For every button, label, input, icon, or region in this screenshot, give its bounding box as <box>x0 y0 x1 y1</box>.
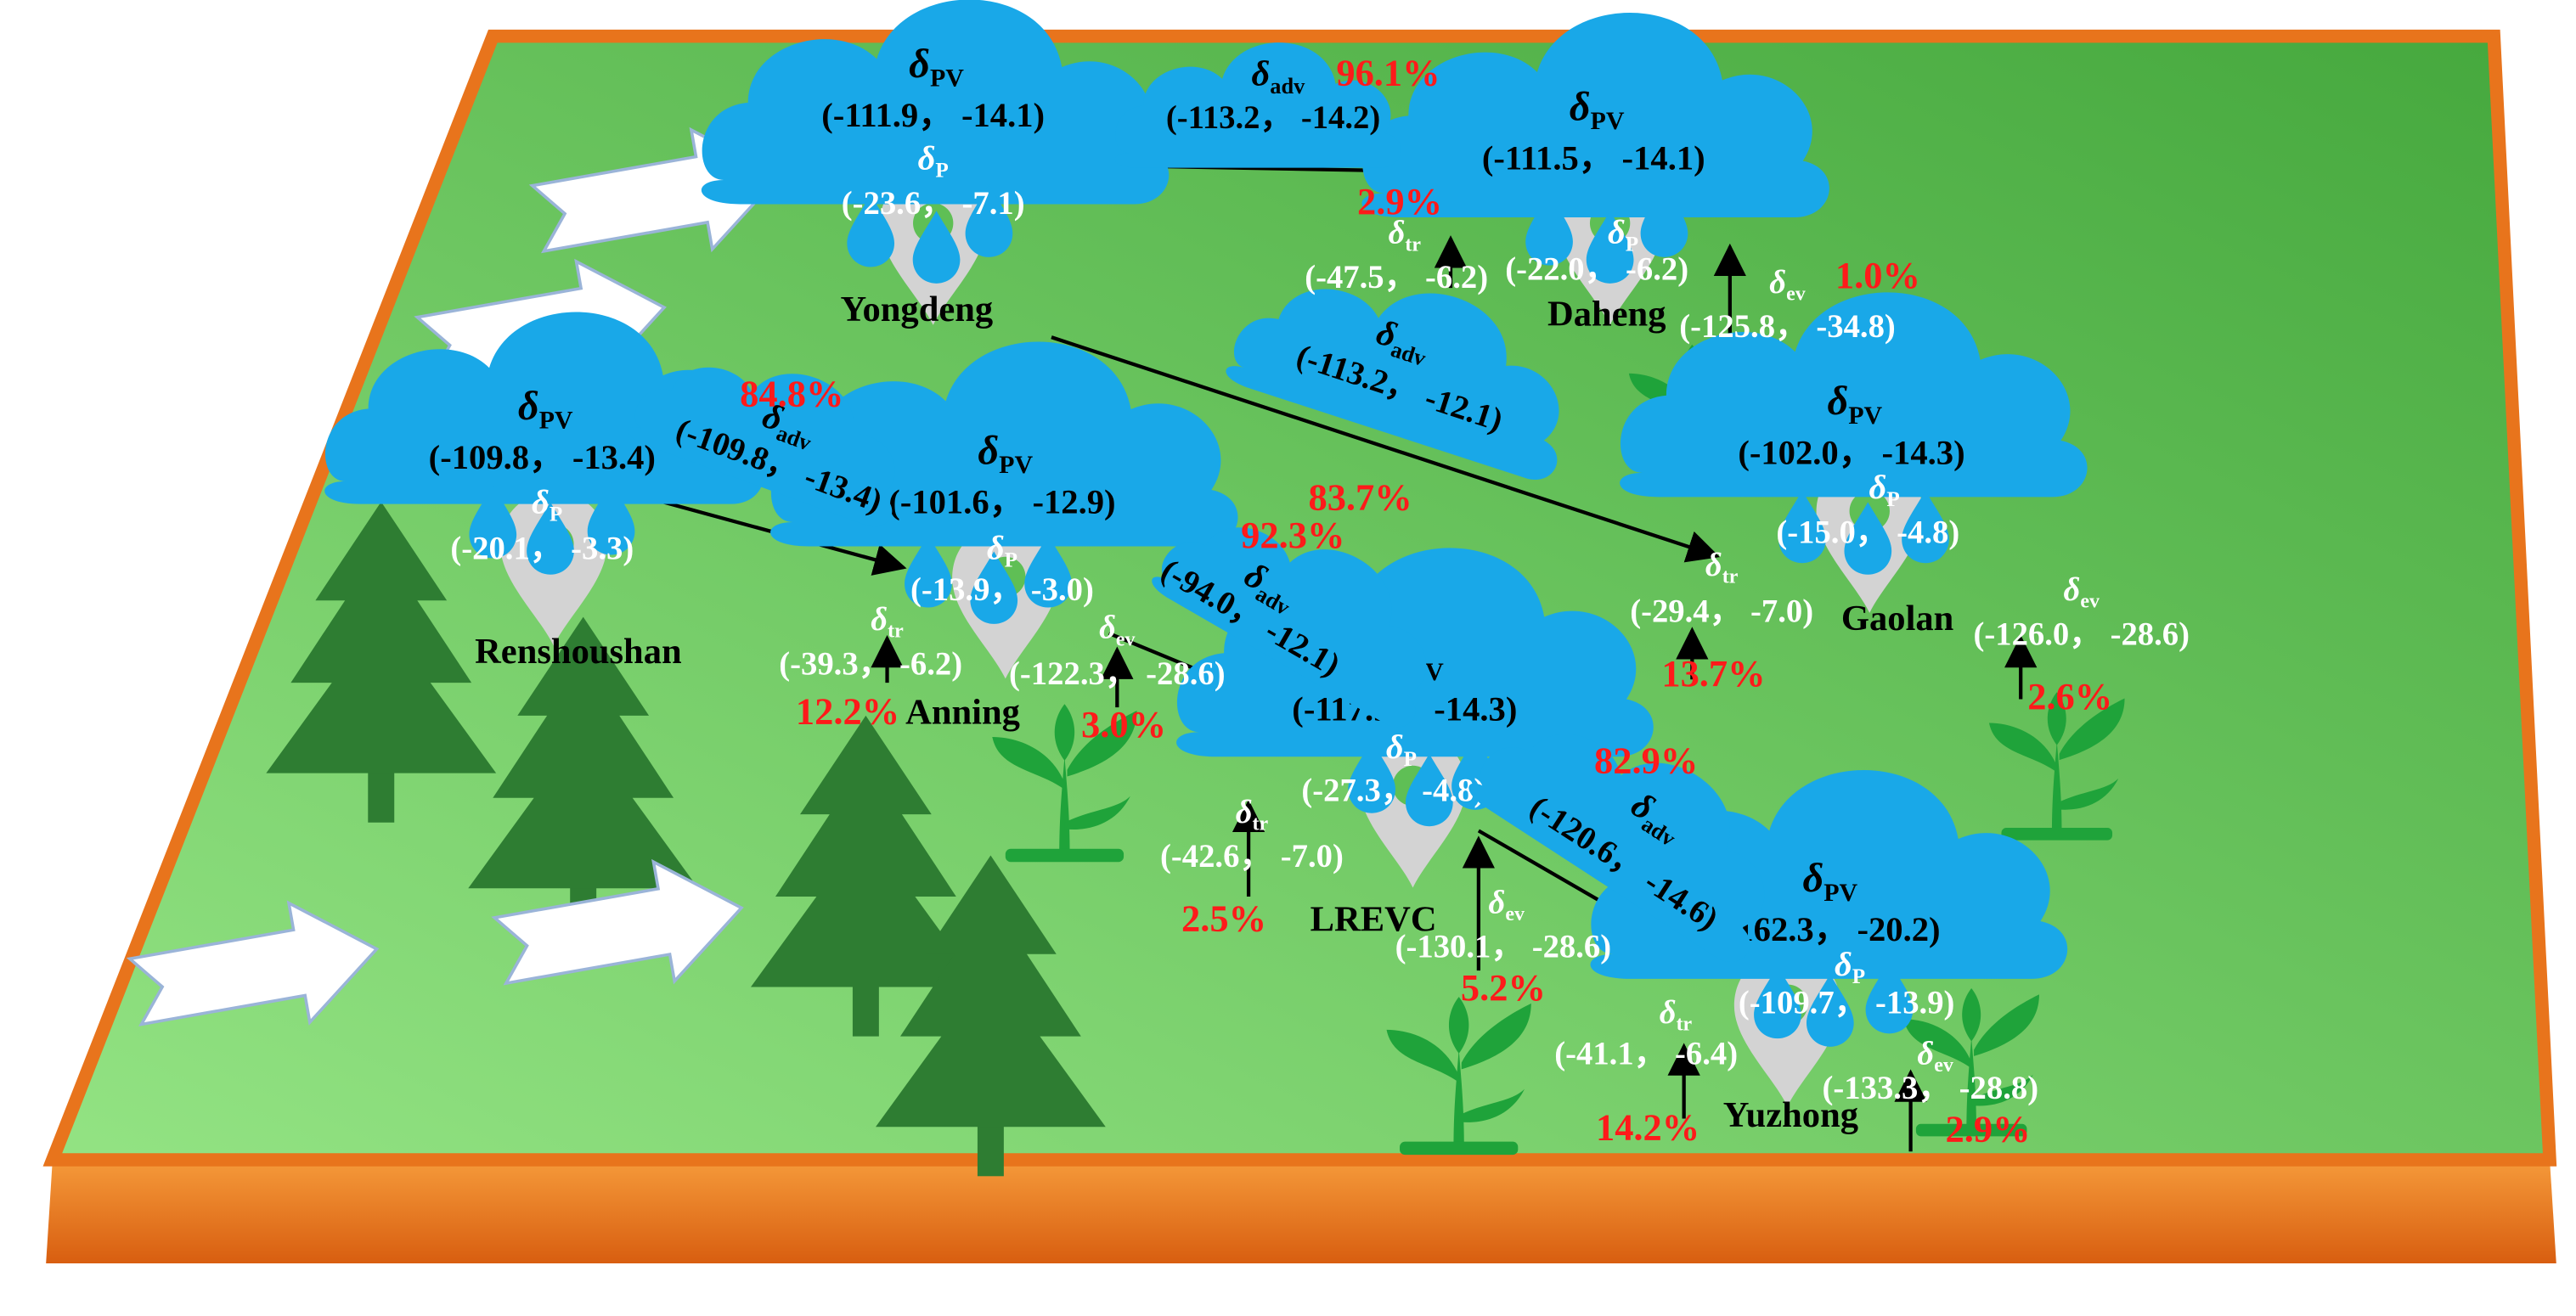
station-name: Yuzhong <box>1723 1095 1858 1135</box>
flux-symbol: δtr <box>871 602 904 643</box>
p-symbol: δP <box>987 529 1017 572</box>
adv-percent: 83.7% <box>1308 476 1412 519</box>
flux-percent: 1.0% <box>1835 254 1920 296</box>
flux-value: (-122.3， -28.6) <box>1009 656 1226 692</box>
composition: δPV(-111.9， -14.1)δP(-23.6， -7.1)Yongden… <box>42 0 2557 1264</box>
flux-value: (-29.4， -7.0) <box>1630 593 1813 629</box>
flux-symbol: δtr <box>1705 548 1739 588</box>
flux-percent: 2.6% <box>2027 675 2112 717</box>
platform-side-edge <box>46 1159 2556 1264</box>
p-value: (-27.3， -4.8) <box>1301 773 1485 809</box>
pv-value: (-109.8， -13.4) <box>429 438 656 476</box>
flux-value: (-47.5， -6.2) <box>1305 260 1488 295</box>
p-value: (-15.0， -4.8) <box>1776 515 1959 550</box>
pv-value: (-111.5， -14.1) <box>1482 139 1705 177</box>
p-value: (-20.1， -3.3) <box>450 531 634 567</box>
flux-symbol: δtr <box>1236 795 1269 835</box>
adv-symbol: δadv <box>1251 54 1305 98</box>
pv-symbol: δPV <box>1827 379 1882 430</box>
station-name: LREVC <box>1311 900 1437 940</box>
p-value: (-23.6， -7.1) <box>842 186 1025 222</box>
p-symbol: δP <box>1608 213 1638 256</box>
p-value: (-109.7， -13.9) <box>1739 985 1955 1021</box>
flux-value: (-126.0， -28.6) <box>1974 616 2190 652</box>
pv-symbol: δPV <box>1802 856 1857 907</box>
adv-percent: 92.3% <box>1241 514 1344 556</box>
station-name: Daheng <box>1547 295 1666 335</box>
flux-value: (-130.1， -28.6) <box>1395 930 1612 965</box>
advection-arrow <box>1051 335 1720 563</box>
flux-symbol: δev <box>1099 610 1135 651</box>
flux-percent: 2.5% <box>1181 897 1266 940</box>
flux-value: (-42.6， -7.0) <box>1160 839 1344 875</box>
p-symbol: δP <box>532 482 562 526</box>
flux-value: (-39.3， -6.2) <box>779 646 962 682</box>
p-value: (-13.9， -3.0) <box>910 572 1094 608</box>
flux-value: (-41.1， -6.4) <box>1554 1037 1738 1072</box>
flux-value: (-125.8， -34.8) <box>1679 309 1896 345</box>
flux-value: (-133.3， -28.8) <box>1823 1071 2039 1106</box>
station-name: Yongdeng <box>840 290 993 329</box>
adv-value: (-113.2， -14.2) <box>1166 100 1380 136</box>
adv-percent: 96.1% <box>1336 52 1440 94</box>
flux-percent: 14.2% <box>1596 1106 1699 1149</box>
flux-symbol: δev <box>1917 1037 1953 1077</box>
pv-value: (-101.6， -12.9) <box>888 482 1115 520</box>
flux-percent: 12.2% <box>796 689 899 732</box>
flux-percent: 13.7% <box>1661 652 1765 695</box>
flux-symbol: δtr <box>1660 995 1693 1036</box>
flux-symbol: δev <box>1489 885 1525 925</box>
adv-percent: 82.9% <box>1594 740 1698 782</box>
pv-symbol: δPV <box>909 42 964 93</box>
pv-value: (-102.0， -14.3) <box>1738 433 1964 471</box>
flux-percent: 5.2% <box>1461 966 1546 1009</box>
station-name: Renshoushan <box>475 632 682 672</box>
pv-symbol: δPV <box>1570 84 1625 135</box>
flux-symbol: δev <box>1769 265 1805 306</box>
p-symbol: δP <box>1386 728 1417 771</box>
station-name: Anning <box>905 692 1020 732</box>
p-symbol: δP <box>1835 945 1865 988</box>
adv-percent: 84.8% <box>740 373 843 415</box>
flux-percent: 3.0% <box>1081 703 1166 745</box>
pv-symbol: δPV <box>978 428 1033 479</box>
flux-symbol: δev <box>2064 572 2100 613</box>
pv-symbol: δPV <box>518 384 573 435</box>
flux-percent: 2.9% <box>1945 1108 2030 1150</box>
station-name: Gaolan <box>1841 599 1954 638</box>
p-symbol: δP <box>918 139 949 183</box>
p-value: (-22.0， -6.2) <box>1505 251 1688 287</box>
pv-value: (-111.9， -14.1) <box>821 96 1045 134</box>
flux-percent: 2.9% <box>1357 180 1442 222</box>
flux-symbol: δtr <box>1389 216 1422 256</box>
p-symbol: δP <box>1869 468 1900 511</box>
